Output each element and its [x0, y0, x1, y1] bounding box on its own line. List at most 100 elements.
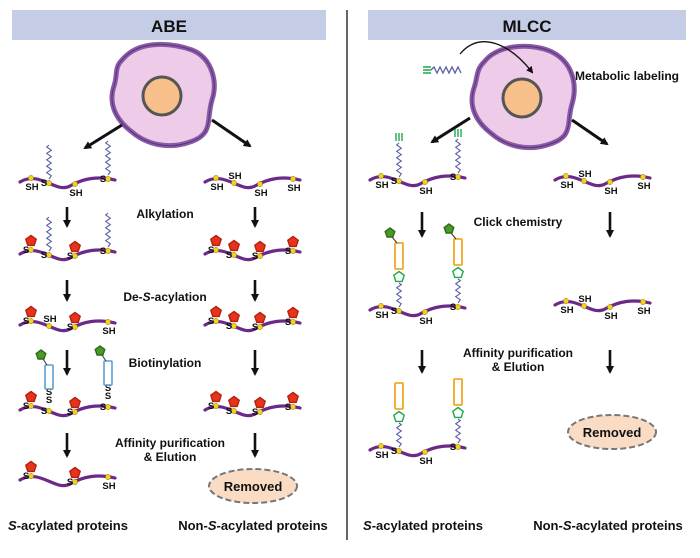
abe-protein-non-acylated: SH SH SH SH	[203, 171, 302, 199]
alkyl-tag-icon	[68, 396, 82, 409]
s-label: S	[226, 250, 232, 261]
sulfur-dot	[607, 304, 613, 310]
sulfur-dot	[231, 252, 237, 258]
s-label: S	[41, 406, 47, 417]
protein-backbone	[18, 404, 117, 418]
sulfur-dot	[396, 308, 402, 314]
mlcc-header	[368, 10, 686, 40]
biotin-icon	[35, 349, 47, 360]
biotin-stem	[391, 236, 398, 244]
sh-label: SH	[560, 180, 573, 191]
mlcc-nucleus	[501, 77, 543, 119]
abe-step-affinity: Affinity purification	[115, 436, 225, 450]
abe-step-biotinylation: Biotinylation	[129, 356, 202, 370]
acyl-chain	[45, 144, 53, 180]
sulfur-dot	[213, 247, 219, 253]
s-label: S	[208, 401, 214, 412]
mlcc-step-elution: & Elution	[492, 360, 545, 374]
sulfur-dot	[105, 474, 111, 480]
sh-label: SH	[375, 180, 388, 191]
s-label: S	[285, 246, 291, 257]
abe-footer-non-s-acylated: Non-S-acylated proteins	[178, 518, 328, 533]
triazole-icon	[392, 410, 406, 423]
sh-label: SH	[419, 456, 432, 467]
biotin-icon	[384, 227, 396, 238]
abe-footer-s-acylated: S-acylated proteins	[8, 518, 128, 533]
sulfur-dot	[28, 473, 34, 479]
s-label: S	[285, 402, 291, 413]
sh-label: SH	[604, 311, 617, 322]
mlcc-arrow-right	[571, 118, 609, 146]
protein-backbone	[553, 174, 652, 188]
protein-backbone	[18, 176, 117, 190]
abe-step-elution: & Elution	[144, 450, 197, 464]
sulfur-dot	[72, 409, 78, 415]
sulfur-dot	[563, 173, 569, 179]
mlcc-removed-oval	[567, 414, 657, 450]
alkyl-tag-icon	[253, 240, 267, 253]
sulfur-dot	[72, 253, 78, 259]
mlcc-removed-label: Removed	[583, 425, 642, 440]
s-label: S	[41, 178, 47, 189]
s-label: S	[226, 321, 232, 332]
sulfur-dot	[640, 174, 646, 180]
abe-step-deacylation: De-S-acylation	[123, 290, 206, 304]
s-label: S	[100, 402, 106, 413]
alkyl-tag-icon	[253, 311, 267, 324]
alkyne-linker-icon	[394, 242, 404, 270]
sh-label: SH	[210, 182, 223, 193]
s-label: S	[100, 246, 106, 257]
sulfur-dot	[72, 181, 78, 187]
sh-label: SH	[69, 188, 82, 199]
sulfur-dot	[105, 248, 111, 254]
s-label: S	[23, 401, 29, 412]
protein-backbone	[18, 474, 117, 488]
mlcc-footer-non-s-acylated: Non-S-acylated proteins	[533, 518, 683, 533]
s-label: S	[252, 407, 258, 418]
sulfur-dot	[105, 404, 111, 410]
sulfur-dot	[581, 178, 587, 184]
sh-label: SH	[254, 188, 267, 199]
sulfur-dot	[72, 479, 78, 485]
triazole-icon	[451, 266, 465, 279]
abe-nucleus	[141, 75, 183, 117]
alkyl-tag-icon	[24, 305, 38, 318]
sh-label: SH	[578, 294, 591, 305]
protein-backbone	[203, 176, 302, 190]
s-label: S	[67, 322, 73, 333]
sulfur-dot	[455, 444, 461, 450]
sulfur-dot	[640, 299, 646, 305]
abe-arrow-right	[211, 118, 252, 148]
sulfur-dot	[28, 247, 34, 253]
sulfur-dot	[105, 319, 111, 325]
s-label: S	[100, 174, 106, 185]
sh-label: SH	[287, 183, 300, 194]
alkyl-tag-icon	[209, 305, 223, 318]
s-label: S	[23, 316, 29, 327]
sh-label: SH	[228, 171, 241, 182]
sulfur-dot	[378, 303, 384, 309]
sulfur-dot	[257, 409, 263, 415]
alkyl-tag-icon	[209, 390, 223, 403]
s-label: S	[252, 251, 258, 262]
sulfur-dot	[422, 449, 428, 455]
biotin-icon	[443, 223, 455, 234]
alkyl-tag-icon	[68, 466, 82, 479]
s-label: S	[41, 250, 47, 261]
sh-label: SH	[578, 169, 591, 180]
protein-backbone	[368, 304, 467, 318]
sulfur-dot	[455, 174, 461, 180]
sulfur-dot	[455, 304, 461, 310]
sulfur-dot	[422, 309, 428, 315]
s-label: S	[208, 316, 214, 327]
alkyne-linker-icon	[453, 378, 463, 406]
s-label: S	[450, 442, 456, 453]
acyl-chain	[454, 278, 462, 304]
sulfur-dot	[28, 403, 34, 409]
s-label: S	[226, 406, 232, 417]
abe-title: ABE	[151, 17, 187, 36]
